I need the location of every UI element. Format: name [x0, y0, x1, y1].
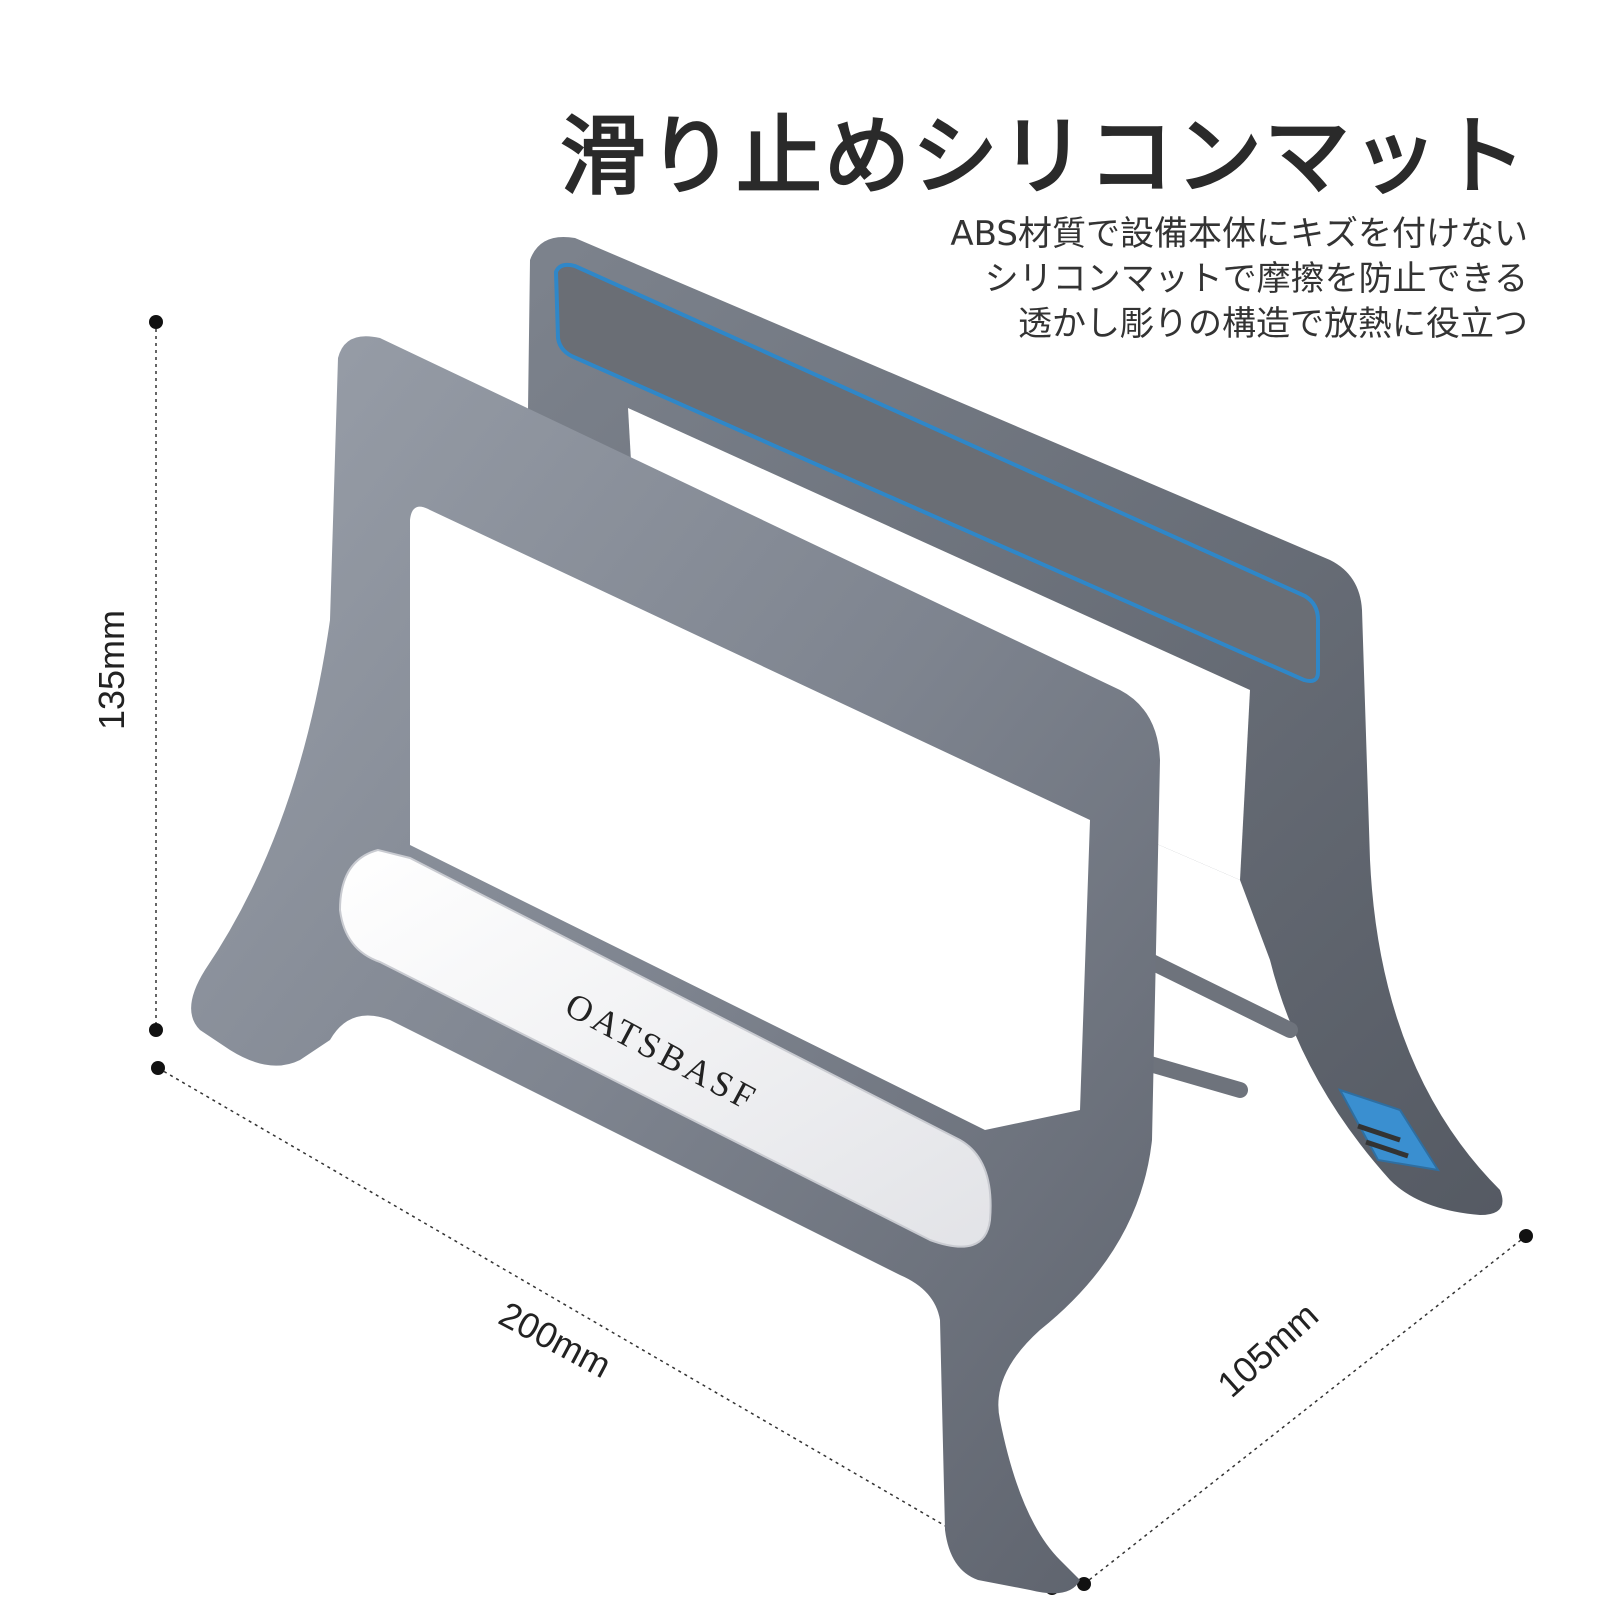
- feature-item: 透かし彫りの構造で放熱に役立つ: [1018, 304, 1528, 344]
- depth-guide-line: [1083, 1235, 1527, 1585]
- dimension-guides: [149, 315, 1533, 1595]
- feature-item: シリコンマットで摩擦を防止できる: [984, 259, 1528, 299]
- front-frame: [191, 336, 1161, 1594]
- height-guide-dot-bottom: [149, 1023, 163, 1037]
- depth-guide-dot-left: [1077, 1577, 1091, 1591]
- feature-item: ABS材質で設備本体にキズを付けない: [950, 214, 1528, 254]
- height-guide-dot-top: [149, 315, 163, 329]
- width-guide-dot-left: [151, 1061, 165, 1075]
- width-guide-line: [157, 1067, 1053, 1589]
- feature-list: ABS材質で設備本体にキズを付けない シリコンマットで摩擦を防止できる 透かし彫…: [950, 212, 1528, 347]
- height-dimension-label: 135mm: [91, 609, 132, 731]
- headline-title: 滑り止めシリコンマット: [560, 107, 1528, 207]
- back-right-foot-pad: [1337, 1088, 1441, 1172]
- brand-label-plate: [338, 848, 992, 1248]
- depth-guide-dot-right: [1519, 1229, 1533, 1243]
